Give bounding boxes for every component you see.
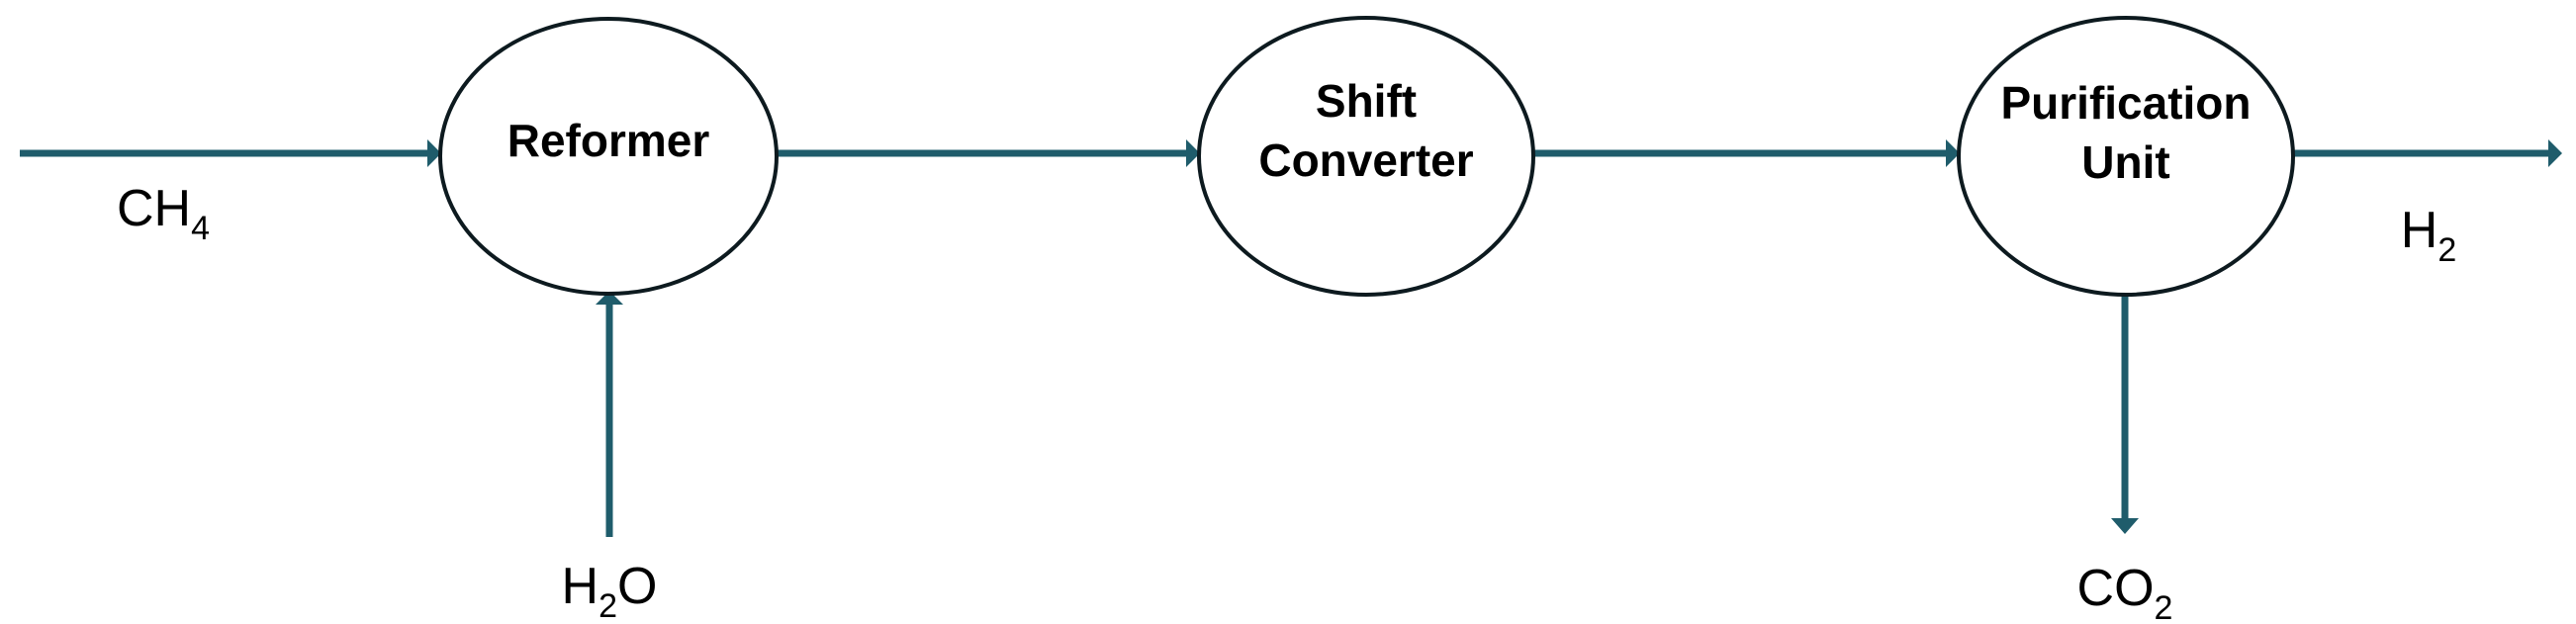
unit-reformer[interactable]: Reformer bbox=[438, 17, 779, 296]
h2-base: H bbox=[2401, 202, 2438, 259]
shift-converter-label-line2: Converter bbox=[1258, 134, 1473, 186]
unit-purification-unit[interactable]: Purification Unit bbox=[1957, 16, 2295, 297]
h2-product-arrowhead bbox=[2548, 139, 2562, 167]
shift-converter-ellipse[interactable] bbox=[1197, 16, 1535, 297]
h2o-base: H bbox=[562, 558, 599, 615]
ch4-stream-label: CH4 bbox=[117, 180, 210, 247]
ch4-subscript: 4 bbox=[191, 210, 210, 247]
unit-shift-converter[interactable]: Shift Converter bbox=[1197, 16, 1535, 297]
h2o-feed-arrowhead bbox=[596, 291, 623, 305]
purification-unit-label-line1: Purification bbox=[2000, 77, 2251, 129]
reformer-label: Reformer bbox=[507, 115, 710, 166]
co2-subscript: 2 bbox=[2155, 589, 2173, 624]
reformer-ellipse[interactable] bbox=[438, 17, 779, 296]
ch4-base: CH bbox=[117, 180, 191, 237]
ch4-feed-arrowhead bbox=[427, 139, 441, 167]
co2-base: CO bbox=[2077, 560, 2155, 617]
h2-stream-label: H2 bbox=[2401, 202, 2456, 269]
stream-h2o-feed bbox=[596, 291, 623, 537]
h2-subscript: 2 bbox=[2438, 231, 2456, 269]
purification-unit-ellipse[interactable] bbox=[1957, 16, 2295, 297]
h2o-subscript: 2 bbox=[598, 587, 617, 624]
stream-co2-byproduct bbox=[2111, 289, 2139, 534]
reformer-to-shift-arrowhead bbox=[1186, 139, 1200, 167]
stream-shift-to-purification bbox=[1534, 139, 1960, 167]
co2-byproduct-arrowhead bbox=[2111, 518, 2139, 534]
co2-stream-label: CO2 bbox=[2077, 560, 2173, 624]
stream-ch4-feed bbox=[20, 139, 441, 167]
h2o-stream-label: H2O bbox=[562, 558, 658, 624]
shift-to-purification-arrowhead bbox=[1946, 139, 1960, 167]
h2o-base2: O bbox=[617, 558, 657, 615]
purification-unit-label-line2: Unit bbox=[2081, 136, 2169, 188]
stream-reformer-to-shift bbox=[778, 139, 1200, 167]
shift-converter-label-line1: Shift bbox=[1316, 75, 1417, 127]
stream-h2-product bbox=[2294, 139, 2562, 167]
